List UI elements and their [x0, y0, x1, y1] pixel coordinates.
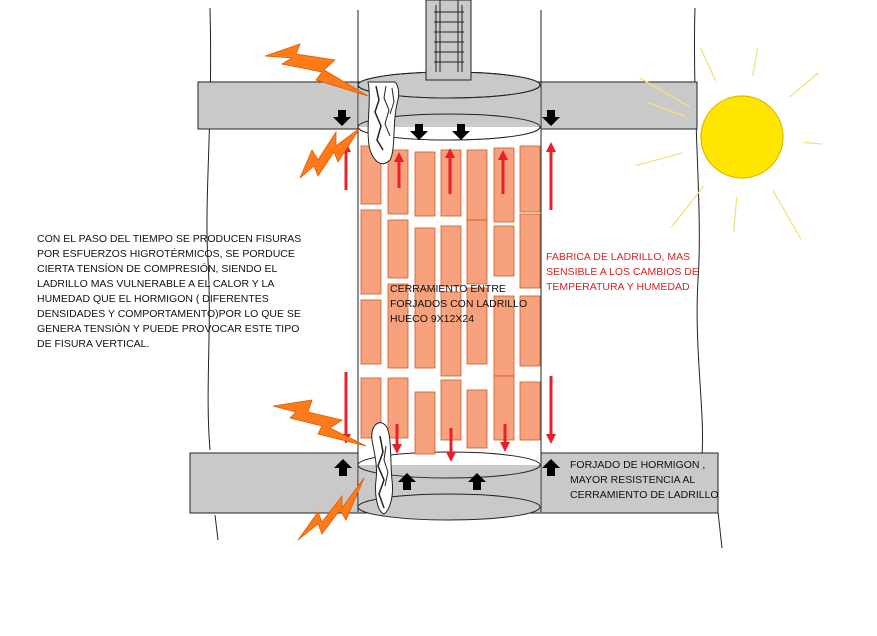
lower-slab-bottom-ellipse — [357, 506, 541, 521]
left-explanation: CON EL PASO DEL TIEMPO SE PRODUCEN FISUR… — [37, 233, 302, 350]
sun-icon — [635, 47, 822, 240]
vertical-crack-top — [367, 81, 400, 165]
right-red-label: FABRICA DE LADRILLO, MAS SENSIBLE A LOS … — [546, 251, 699, 293]
upper-pillar — [425, 0, 472, 81]
rebar-cage — [434, 0, 464, 72]
bottom-right-label: FORJADO DE HORMIGON , MAYOR RESISTENCIA … — [570, 459, 719, 501]
center-label: CERRAMIENTO ENTRE FORJADOS CON LADRILLO … — [390, 283, 528, 325]
vertical-crack-bottom — [371, 422, 393, 515]
lightning-bolts — [264, 43, 369, 541]
